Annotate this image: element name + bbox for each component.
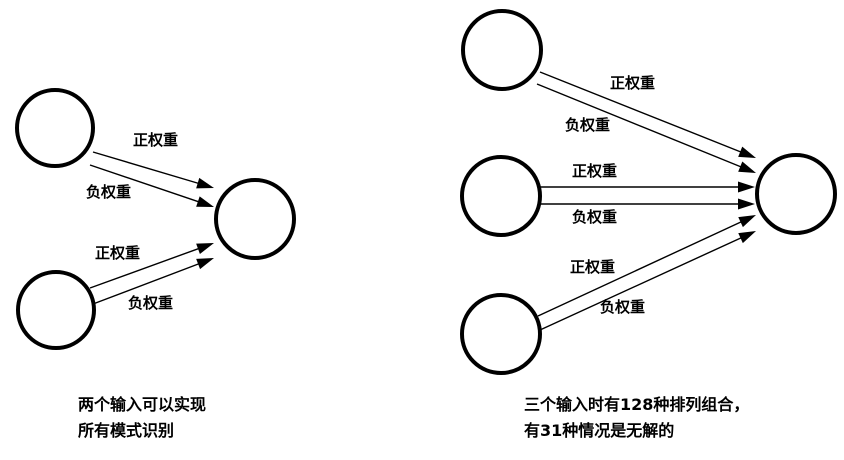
left-edge-3 bbox=[89, 246, 203, 289]
right-node-in2[interactable] bbox=[460, 155, 542, 237]
left-edge-label-1: 正权重 bbox=[133, 131, 178, 149]
left-edge-label-4: 负权重 bbox=[128, 294, 173, 312]
right-edge-5 bbox=[537, 219, 746, 317]
nodes-layer bbox=[15, 9, 837, 375]
left-edge-1 bbox=[92, 151, 203, 186]
right-arrowhead-3 bbox=[738, 181, 755, 193]
left-node-in1[interactable] bbox=[15, 88, 95, 168]
right-arrowhead-2 bbox=[738, 161, 756, 173]
left-caption-line-1: 两个输入可以实现 bbox=[78, 395, 206, 414]
right-edge-label-6: 负权重 bbox=[600, 298, 645, 316]
left-node-out[interactable] bbox=[214, 178, 296, 260]
left-arrowhead-1 bbox=[196, 177, 214, 189]
left-edge-2 bbox=[89, 164, 203, 204]
right-edge-2 bbox=[536, 83, 745, 170]
right-arrowhead-4 bbox=[738, 198, 755, 210]
right-edge-label-2: 负权重 bbox=[565, 116, 610, 134]
right-edge-label-3: 正权重 bbox=[572, 162, 617, 180]
left-arrowhead-4 bbox=[196, 258, 214, 270]
left-edge-label-3: 正权重 bbox=[95, 244, 140, 262]
right-edge-label-4: 负权重 bbox=[572, 208, 617, 226]
left-edge-label-2: 负权重 bbox=[86, 183, 131, 201]
right-node-out[interactable] bbox=[755, 153, 837, 235]
left-caption-line-2: 所有模式识别 bbox=[78, 421, 174, 440]
right-edge-label-5: 正权重 bbox=[570, 258, 615, 276]
right-edge-1 bbox=[539, 71, 745, 155]
right-edge-label-1: 正权重 bbox=[610, 74, 655, 92]
left-arrowhead-2 bbox=[196, 196, 214, 207]
edges-layer bbox=[89, 71, 756, 331]
left-edge-4 bbox=[92, 261, 203, 305]
right-node-in3[interactable] bbox=[460, 293, 542, 375]
right-caption-line-1: 三个输入时有128种排列组合， bbox=[524, 395, 749, 414]
right-arrowhead-6 bbox=[738, 231, 756, 244]
right-node-in1[interactable] bbox=[461, 9, 543, 91]
right-arrowhead-1 bbox=[738, 146, 756, 158]
left-arrowhead-3 bbox=[196, 243, 214, 254]
right-arrowhead-5 bbox=[738, 215, 756, 228]
right-caption-line-2: 有31种情况是无解的 bbox=[524, 421, 674, 440]
right-edge-6 bbox=[539, 235, 746, 331]
left-node-in2[interactable] bbox=[16, 270, 96, 350]
